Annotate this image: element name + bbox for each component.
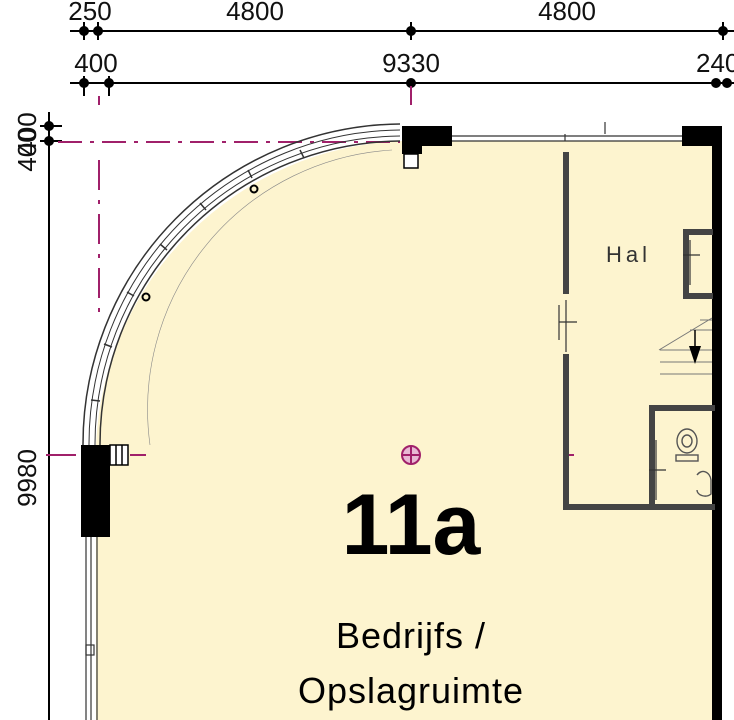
top-dimension-chain-2 [70, 76, 734, 96]
dim-400-top: 400 [74, 48, 117, 78]
stair-arrow-icon [689, 346, 701, 364]
dim-240: 240 [696, 48, 734, 78]
column-marker [141, 292, 151, 302]
room-name-line-2: Opslagruimte [298, 670, 524, 711]
dim-400-left-b: 400 [12, 128, 42, 171]
lower-facade [85, 537, 98, 720]
top-window [452, 122, 682, 142]
dim-9330: 9330 [382, 48, 440, 78]
left-dimension-chain [40, 112, 62, 720]
room-number: 11a [342, 477, 482, 573]
facade-mullions [90, 149, 305, 402]
room-floor [96, 141, 714, 720]
top-dimension-chain-1 [70, 22, 734, 40]
walls [81, 126, 722, 720]
column-marker [249, 184, 259, 194]
dim-400-left-a: 400 [12, 112, 42, 155]
curved-facade [82, 123, 401, 446]
dim-4800-right: 4800 [538, 0, 596, 26]
dim-9980: 9980 [12, 449, 42, 507]
toilet [675, 428, 712, 497]
room-center-marker [401, 445, 421, 465]
stair [658, 317, 713, 375]
door-openings [558, 240, 700, 500]
room-name-line-1: Bedrijfs / [336, 615, 486, 656]
hall-label: Hal [606, 242, 651, 267]
dim-4800-left: 4800 [226, 0, 284, 26]
dim-250: 250 [68, 0, 111, 26]
